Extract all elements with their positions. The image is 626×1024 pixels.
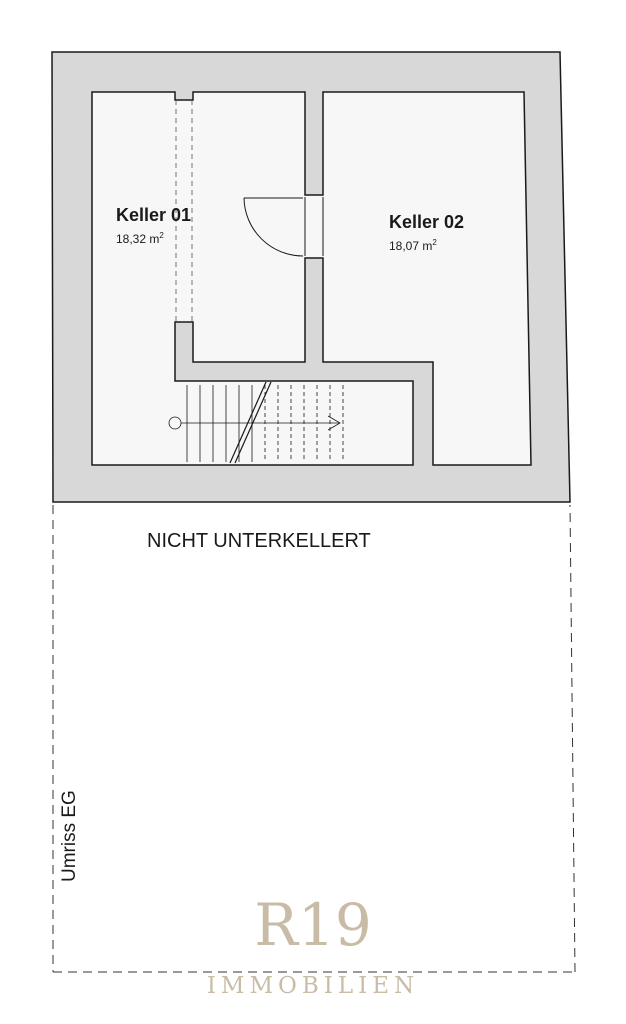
company-logo: R19 IMMOBILIEN: [207, 891, 419, 999]
overhead-dashed-lines: [175, 100, 193, 322]
not-basement-note: NICHT UNTERKELLERT: [147, 530, 371, 552]
outline-label: Umriss EG: [59, 790, 80, 882]
logo-main-text: R19: [254, 891, 371, 959]
ground-floor-outline: [52, 504, 576, 973]
room-name-keller-02: Keller 02: [389, 212, 464, 232]
door-swing: [243, 197, 304, 257]
room-area-keller-01: 18,32 m2: [116, 231, 164, 246]
logo-sub-text: IMMOBILIEN: [207, 973, 419, 999]
staircase: [168, 381, 344, 464]
room-name-keller-01: Keller 01: [116, 205, 191, 225]
interior-floor: [91, 91, 532, 466]
door-opening: [305, 197, 323, 256]
room-area-keller-02: 18,07 m2: [389, 238, 437, 253]
